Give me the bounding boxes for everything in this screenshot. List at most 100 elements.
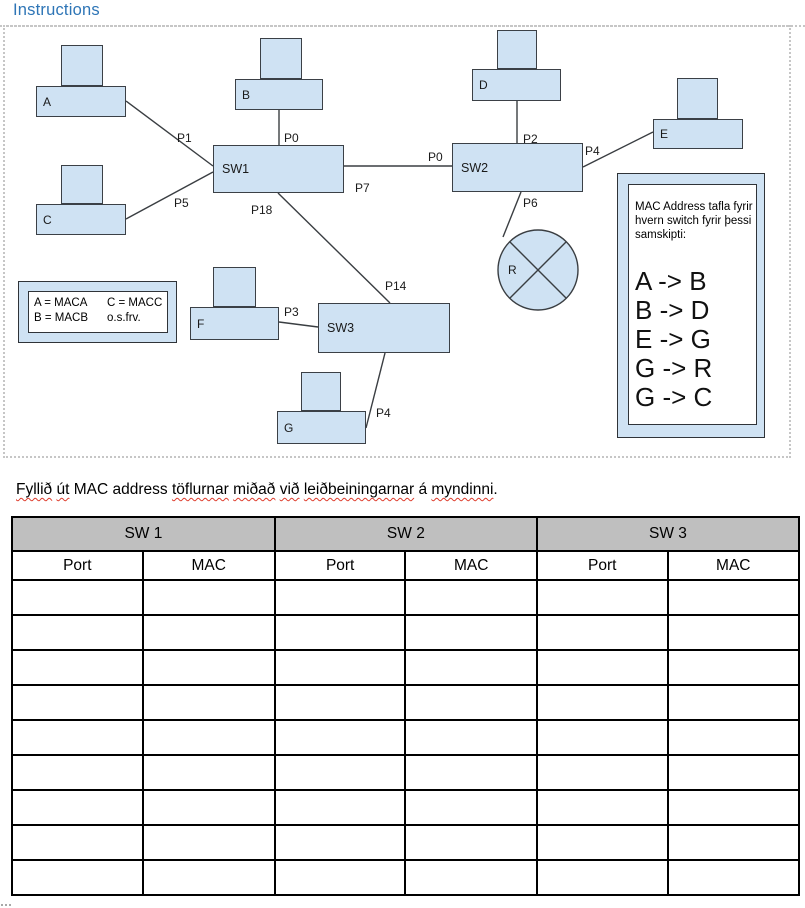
page-title: Instructions: [13, 1, 100, 19]
table-cell[interactable]: [404, 579, 538, 616]
sentence-word: á: [418, 481, 428, 498]
computer-d-label: D: [479, 78, 488, 92]
table-cell[interactable]: [404, 719, 538, 756]
mac-note-intro-line3: samskipti:: [635, 229, 687, 241]
mac-pair-a-b: A -> B: [635, 266, 707, 296]
table-cell[interactable]: [666, 824, 801, 861]
table-cell[interactable]: [666, 859, 801, 896]
table-cell[interactable]: [273, 719, 407, 756]
table-subheader-row: Port MAC Port MAC Port MAC: [11, 550, 801, 581]
mac-note-intro-line2: hvern switch fyrir þessi: [635, 215, 752, 227]
computer-d: D: [472, 69, 561, 101]
misspelled-word: töflurnar: [171, 481, 229, 498]
port-label-p5: P5: [174, 196, 189, 210]
table-cell[interactable]: [535, 824, 669, 861]
table-cell[interactable]: [141, 719, 276, 756]
table-cell[interactable]: [273, 649, 407, 686]
table-cell[interactable]: [273, 754, 407, 791]
table-cell[interactable]: [11, 824, 144, 861]
sentence-word: address: [112, 481, 168, 498]
table-row: [11, 754, 801, 791]
table-cell[interactable]: [141, 684, 276, 721]
port-label-p18: P18: [251, 203, 273, 217]
table-cell[interactable]: [273, 824, 407, 861]
table-cell[interactable]: [535, 754, 669, 791]
table-cell[interactable]: [404, 684, 538, 721]
table-cell[interactable]: [535, 614, 669, 651]
table-row: [11, 719, 801, 756]
table-cell[interactable]: [535, 859, 669, 896]
port-label-p0-b: P0: [284, 131, 299, 145]
table-cell[interactable]: [11, 579, 144, 616]
switch-sw2-label: SW2: [461, 160, 489, 175]
table-cell[interactable]: [666, 684, 801, 721]
table-cell[interactable]: [273, 579, 407, 616]
misspelled-word: við: [279, 481, 300, 498]
table-cell[interactable]: [404, 824, 538, 861]
table-cell[interactable]: [666, 719, 801, 756]
table-cell[interactable]: [141, 789, 276, 826]
switch-sw3-label: SW3: [327, 321, 355, 335]
table-cell[interactable]: [404, 789, 538, 826]
table-cell[interactable]: [666, 614, 801, 651]
table-cell[interactable]: [666, 754, 801, 791]
mac-pair-g-c: G -> C: [635, 382, 713, 412]
table-cell[interactable]: [11, 754, 144, 791]
table-subheader-port-sw1: Port: [11, 550, 144, 581]
table-cell[interactable]: [141, 859, 276, 896]
port-label-p4-e: P4: [585, 144, 600, 158]
table-subheader-mac-sw1: MAC: [141, 550, 276, 581]
legend-row-2: B = MACB o.s.frv.: [34, 311, 167, 326]
misspelled-word: leiðbeiningarnar: [303, 481, 415, 498]
table-cell[interactable]: [141, 614, 276, 651]
table-cell[interactable]: [666, 649, 801, 686]
table-cell[interactable]: [535, 719, 669, 756]
table-cell[interactable]: [273, 684, 407, 721]
port-label-p3: P3: [284, 305, 299, 319]
table-cell[interactable]: [273, 614, 407, 651]
table-cell[interactable]: [141, 824, 276, 861]
computer-g-monitor: [301, 372, 341, 411]
instruction-sentence: Fyllið út MAC address töflurnar miðað vi…: [16, 481, 498, 499]
mac-address-table: SW 1 SW 2 SW 3 Port MAC Port MAC Port MA…: [11, 516, 801, 896]
misspelled-word: myndinni: [431, 481, 494, 498]
legend-osfrv: o.s.frv.: [107, 312, 141, 324]
table-cell[interactable]: [11, 719, 144, 756]
computer-b-monitor: [260, 38, 302, 79]
table-cell[interactable]: [11, 684, 144, 721]
computer-f-monitor: [213, 267, 256, 307]
figure-dotted-border: [3, 25, 791, 458]
computer-e-monitor: [677, 78, 718, 119]
table-row: [11, 614, 801, 651]
mac-note-inner: MAC Address tafla fyrir hvern switch fyr…: [628, 184, 757, 425]
computer-b: B: [235, 79, 323, 110]
table-cell[interactable]: [273, 859, 407, 896]
mac-note-intro-line1: MAC Address tafla fyrir: [635, 201, 753, 213]
table-cell[interactable]: [535, 649, 669, 686]
table-row: [11, 649, 801, 686]
table-row: [11, 684, 801, 721]
table-cell[interactable]: [11, 859, 144, 896]
table-subheader-mac-sw3: MAC: [666, 550, 801, 581]
table-cell[interactable]: [11, 649, 144, 686]
table-cell[interactable]: [535, 789, 669, 826]
table-cell[interactable]: [535, 684, 669, 721]
table-cell[interactable]: [141, 649, 276, 686]
table-cell[interactable]: [404, 859, 538, 896]
table-subheader-port-sw3: Port: [535, 550, 669, 581]
table-cell[interactable]: [404, 754, 538, 791]
table-cell[interactable]: [273, 789, 407, 826]
table-cell[interactable]: [666, 789, 801, 826]
table-cell[interactable]: [404, 614, 538, 651]
table-subheader-mac-sw2: MAC: [404, 550, 538, 581]
table-cell[interactable]: [141, 754, 276, 791]
table-cell[interactable]: [535, 579, 669, 616]
table-cell[interactable]: [11, 614, 144, 651]
table-cell[interactable]: [141, 579, 276, 616]
computer-c: C: [36, 204, 126, 235]
table-row: [11, 579, 801, 616]
table-group-header-row: SW 1 SW 2 SW 3: [11, 516, 801, 552]
table-cell[interactable]: [666, 579, 801, 616]
table-cell[interactable]: [11, 789, 144, 826]
table-cell[interactable]: [404, 649, 538, 686]
